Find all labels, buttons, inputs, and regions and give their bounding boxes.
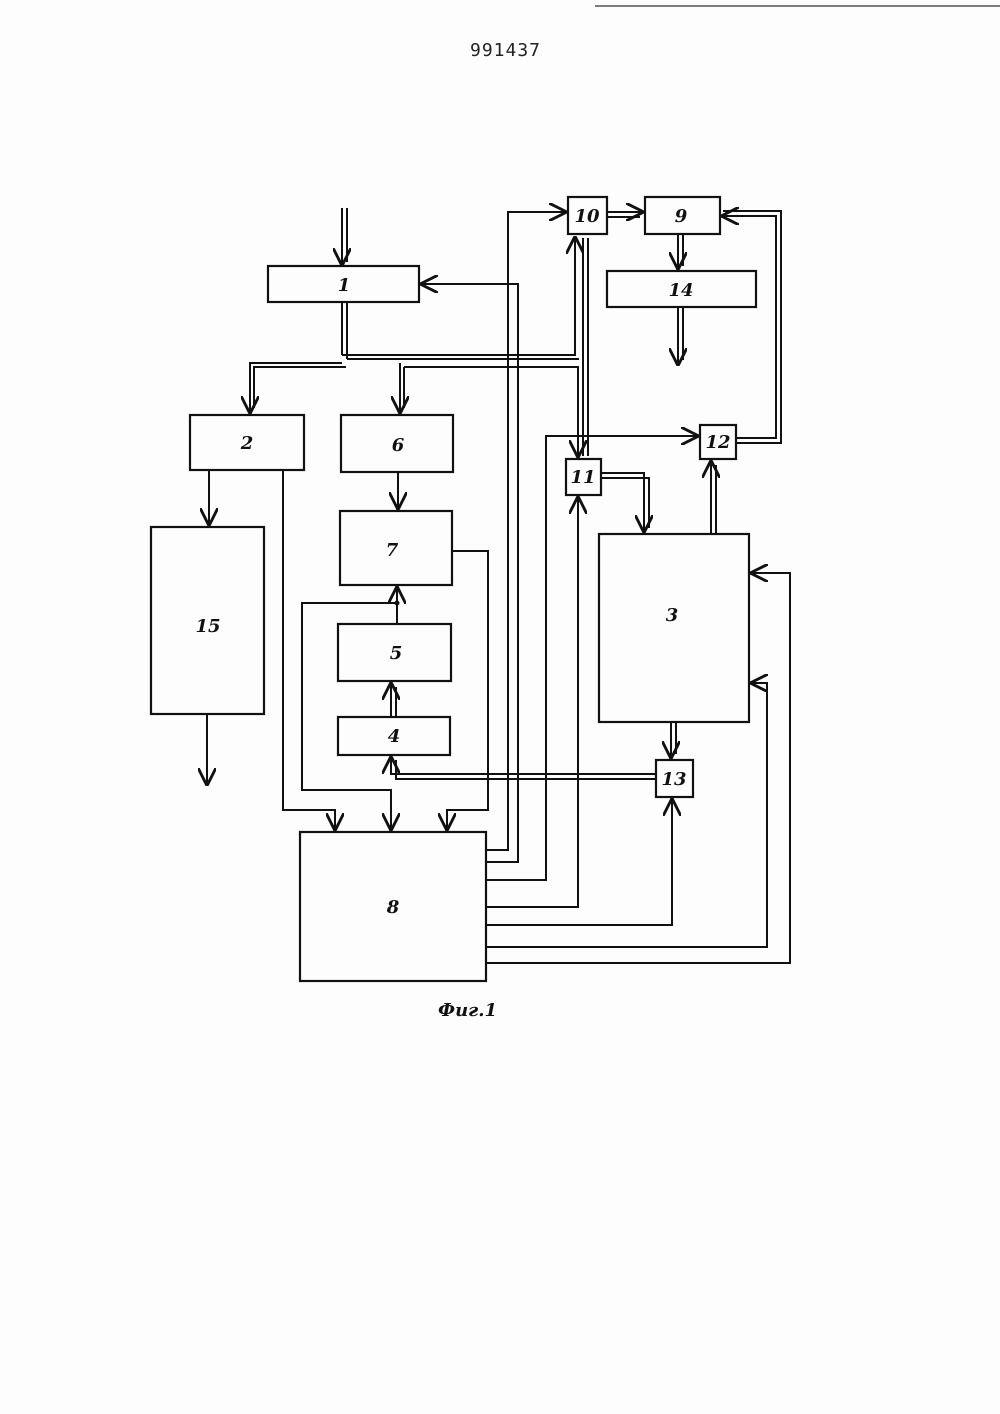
- link-12-9b: [723, 211, 781, 443]
- link-8-3-upper: [486, 573, 790, 963]
- link-10-11: [583, 238, 588, 456]
- connections: [207, 208, 790, 963]
- block-7-label: 7: [386, 540, 399, 561]
- block-2: 2: [190, 415, 304, 470]
- link-8-10: [486, 212, 565, 850]
- block-2-label: 2: [240, 433, 254, 454]
- link-13-4b: [396, 760, 656, 779]
- block-13-label: 13: [661, 769, 686, 790]
- bus-1-down: [342, 302, 347, 359]
- link-11-3b: [601, 478, 649, 528]
- block-8: 8: [300, 832, 486, 981]
- link-7-8: [447, 551, 488, 829]
- bus-to-2: [250, 363, 342, 412]
- block-4: 4: [338, 717, 450, 755]
- block-7: 7: [340, 511, 452, 585]
- block-5-label: 5: [390, 643, 403, 664]
- block-13: 13: [656, 760, 693, 797]
- bus-to-2b: [254, 367, 346, 408]
- link-11-3: [601, 473, 644, 531]
- block-10: 10: [568, 197, 607, 234]
- block-9-label: 9: [675, 206, 688, 227]
- block-6: 6: [341, 415, 453, 472]
- block-5: 5: [338, 624, 451, 681]
- block-14-label: 14: [668, 280, 693, 301]
- block-15-label: 15: [195, 616, 220, 637]
- block-3: 3: [599, 534, 749, 722]
- block-10-label: 10: [574, 206, 600, 227]
- block-3-label: 3: [666, 605, 679, 626]
- block-12-label: 12: [705, 432, 730, 453]
- block-1-label: 1: [338, 275, 351, 296]
- block-11: 11: [566, 459, 601, 495]
- link-13-4: [391, 758, 656, 774]
- bus-1-to-10: [342, 238, 575, 355]
- block-9: 9: [645, 197, 720, 234]
- block-15: 15: [151, 527, 264, 714]
- bus-to-11: [404, 367, 578, 456]
- block-4-label: 4: [388, 726, 401, 747]
- block-6-label: 6: [392, 435, 405, 456]
- figure-caption: Фиг.1: [438, 1000, 497, 1021]
- link-2-8: [283, 470, 335, 829]
- link-8-11: [486, 498, 578, 907]
- block-8-label: 8: [386, 897, 400, 918]
- block-12: 12: [700, 425, 736, 459]
- link-12-9: [723, 216, 776, 438]
- link-8-1: [422, 284, 518, 862]
- block-11-label: 11: [570, 467, 595, 488]
- block-14: 14: [607, 271, 756, 307]
- block-1: 1: [268, 266, 419, 302]
